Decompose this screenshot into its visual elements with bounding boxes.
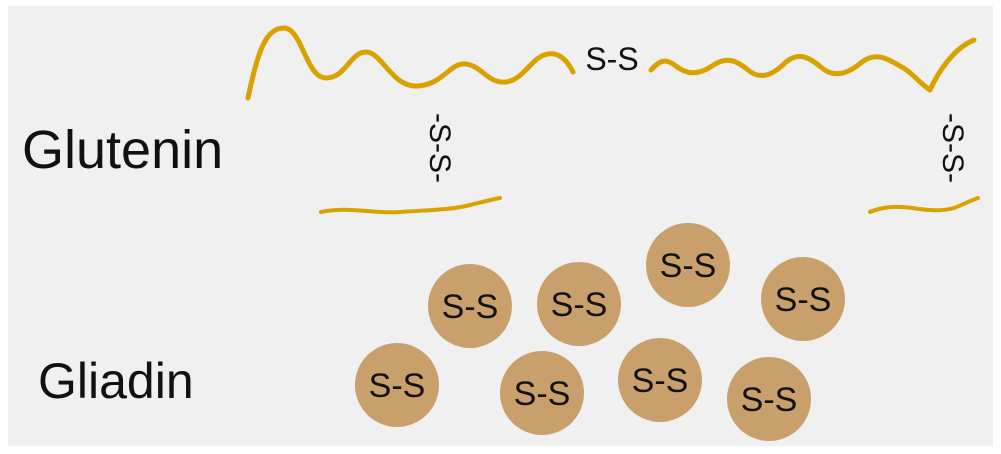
- gliadin-globule: S-S: [761, 257, 845, 341]
- gliadin-globule: S-S: [500, 351, 584, 435]
- gliadin-globule: S-S: [646, 223, 730, 307]
- glutenin-label: Glutenin: [22, 120, 223, 180]
- disulfide-bond-horizontal: S-S: [585, 41, 638, 77]
- gliadin-globule: S-S: [537, 262, 621, 346]
- globule-label: S-S: [442, 288, 499, 326]
- lower-chain-right: [868, 196, 980, 214]
- disulfide-bond-vertical-right: -S-S-: [936, 113, 969, 183]
- globule-label: S-S: [369, 367, 426, 405]
- globule-label: S-S: [741, 381, 798, 419]
- globule-label: S-S: [514, 375, 571, 413]
- gliadin-globule: S-S: [428, 264, 512, 348]
- lower-chain-left: [319, 196, 502, 215]
- glutenin-chain-left: [245, 25, 576, 101]
- globule-label: S-S: [551, 286, 608, 324]
- globule-label: S-S: [632, 362, 689, 400]
- gliadin-globule: S-S: [727, 357, 811, 441]
- globule-label: S-S: [775, 281, 832, 319]
- diagram-background: [8, 6, 993, 446]
- disulfide-bond-vertical-left: -S-S-: [423, 113, 456, 183]
- glutenin-chain-right: [648, 37, 977, 93]
- gliadin-globule: S-S: [618, 338, 702, 422]
- gliadin-globule: S-S: [355, 343, 439, 427]
- gliadin-label: Gliadin: [38, 353, 194, 409]
- globule-label: S-S: [660, 247, 717, 285]
